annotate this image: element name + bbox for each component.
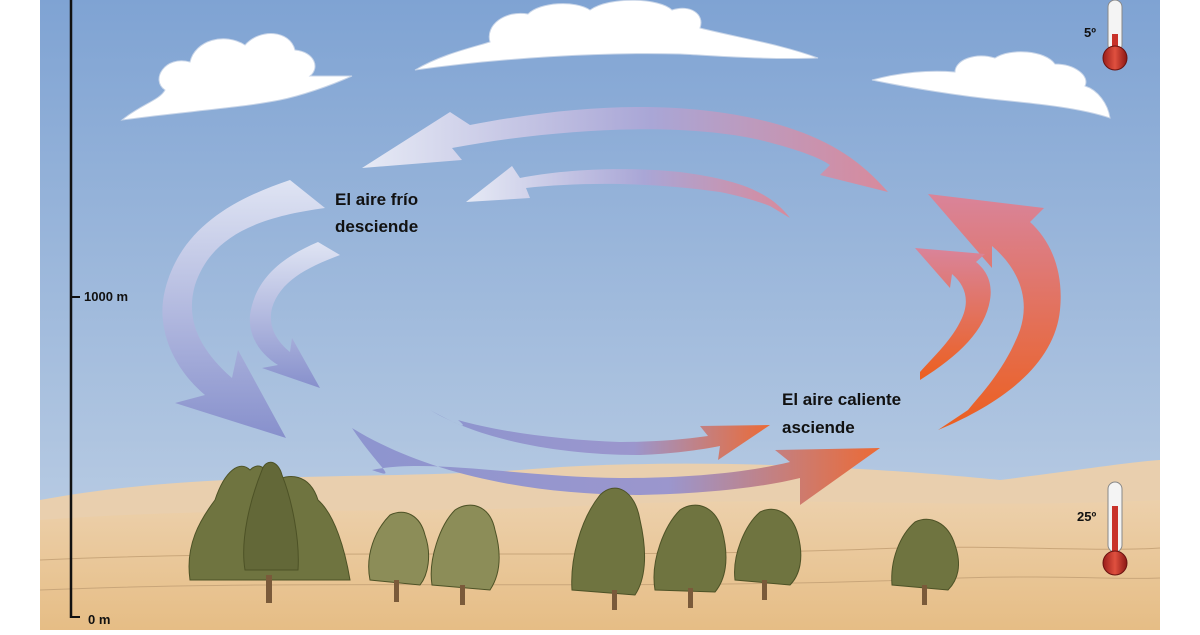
top-outer-arrow	[362, 106, 888, 192]
warm-air-label-line2: asciende	[782, 418, 855, 437]
cold-air-label-line2: desciende	[335, 217, 419, 236]
temperature-label-ground: 25º	[1077, 509, 1097, 524]
cloud-center	[414, 0, 819, 71]
top-inner-arrow	[466, 166, 790, 218]
cloud-left	[120, 33, 353, 121]
left-outer-arrow	[162, 180, 325, 438]
warm-air-label-line1: El aire caliente	[782, 390, 902, 409]
thermometer-bottom	[1102, 481, 1128, 576]
temperature-label-high: 5º	[1084, 25, 1096, 40]
cold-air-label-line1: El aire frío	[335, 190, 419, 209]
cloud-right	[871, 51, 1111, 119]
trees	[188, 461, 959, 596]
tree-trunks	[266, 575, 927, 610]
right-inner-arrow	[915, 248, 991, 380]
right-outer-arrow	[928, 194, 1061, 430]
dune-line-2	[39, 576, 1161, 591]
cold-air-label: El aire frío desciende	[335, 186, 418, 240]
warm-air-label: El aire caliente asciende	[782, 386, 901, 442]
left-inner-arrow	[249, 242, 340, 388]
bottom-outer-arrow	[352, 428, 880, 505]
altitude-label-0: 0 m	[88, 612, 111, 627]
bottom-inner-arrow	[430, 410, 770, 460]
altitude-label-1000: 1000 m	[84, 289, 129, 304]
thermometer-top	[1102, 0, 1128, 71]
